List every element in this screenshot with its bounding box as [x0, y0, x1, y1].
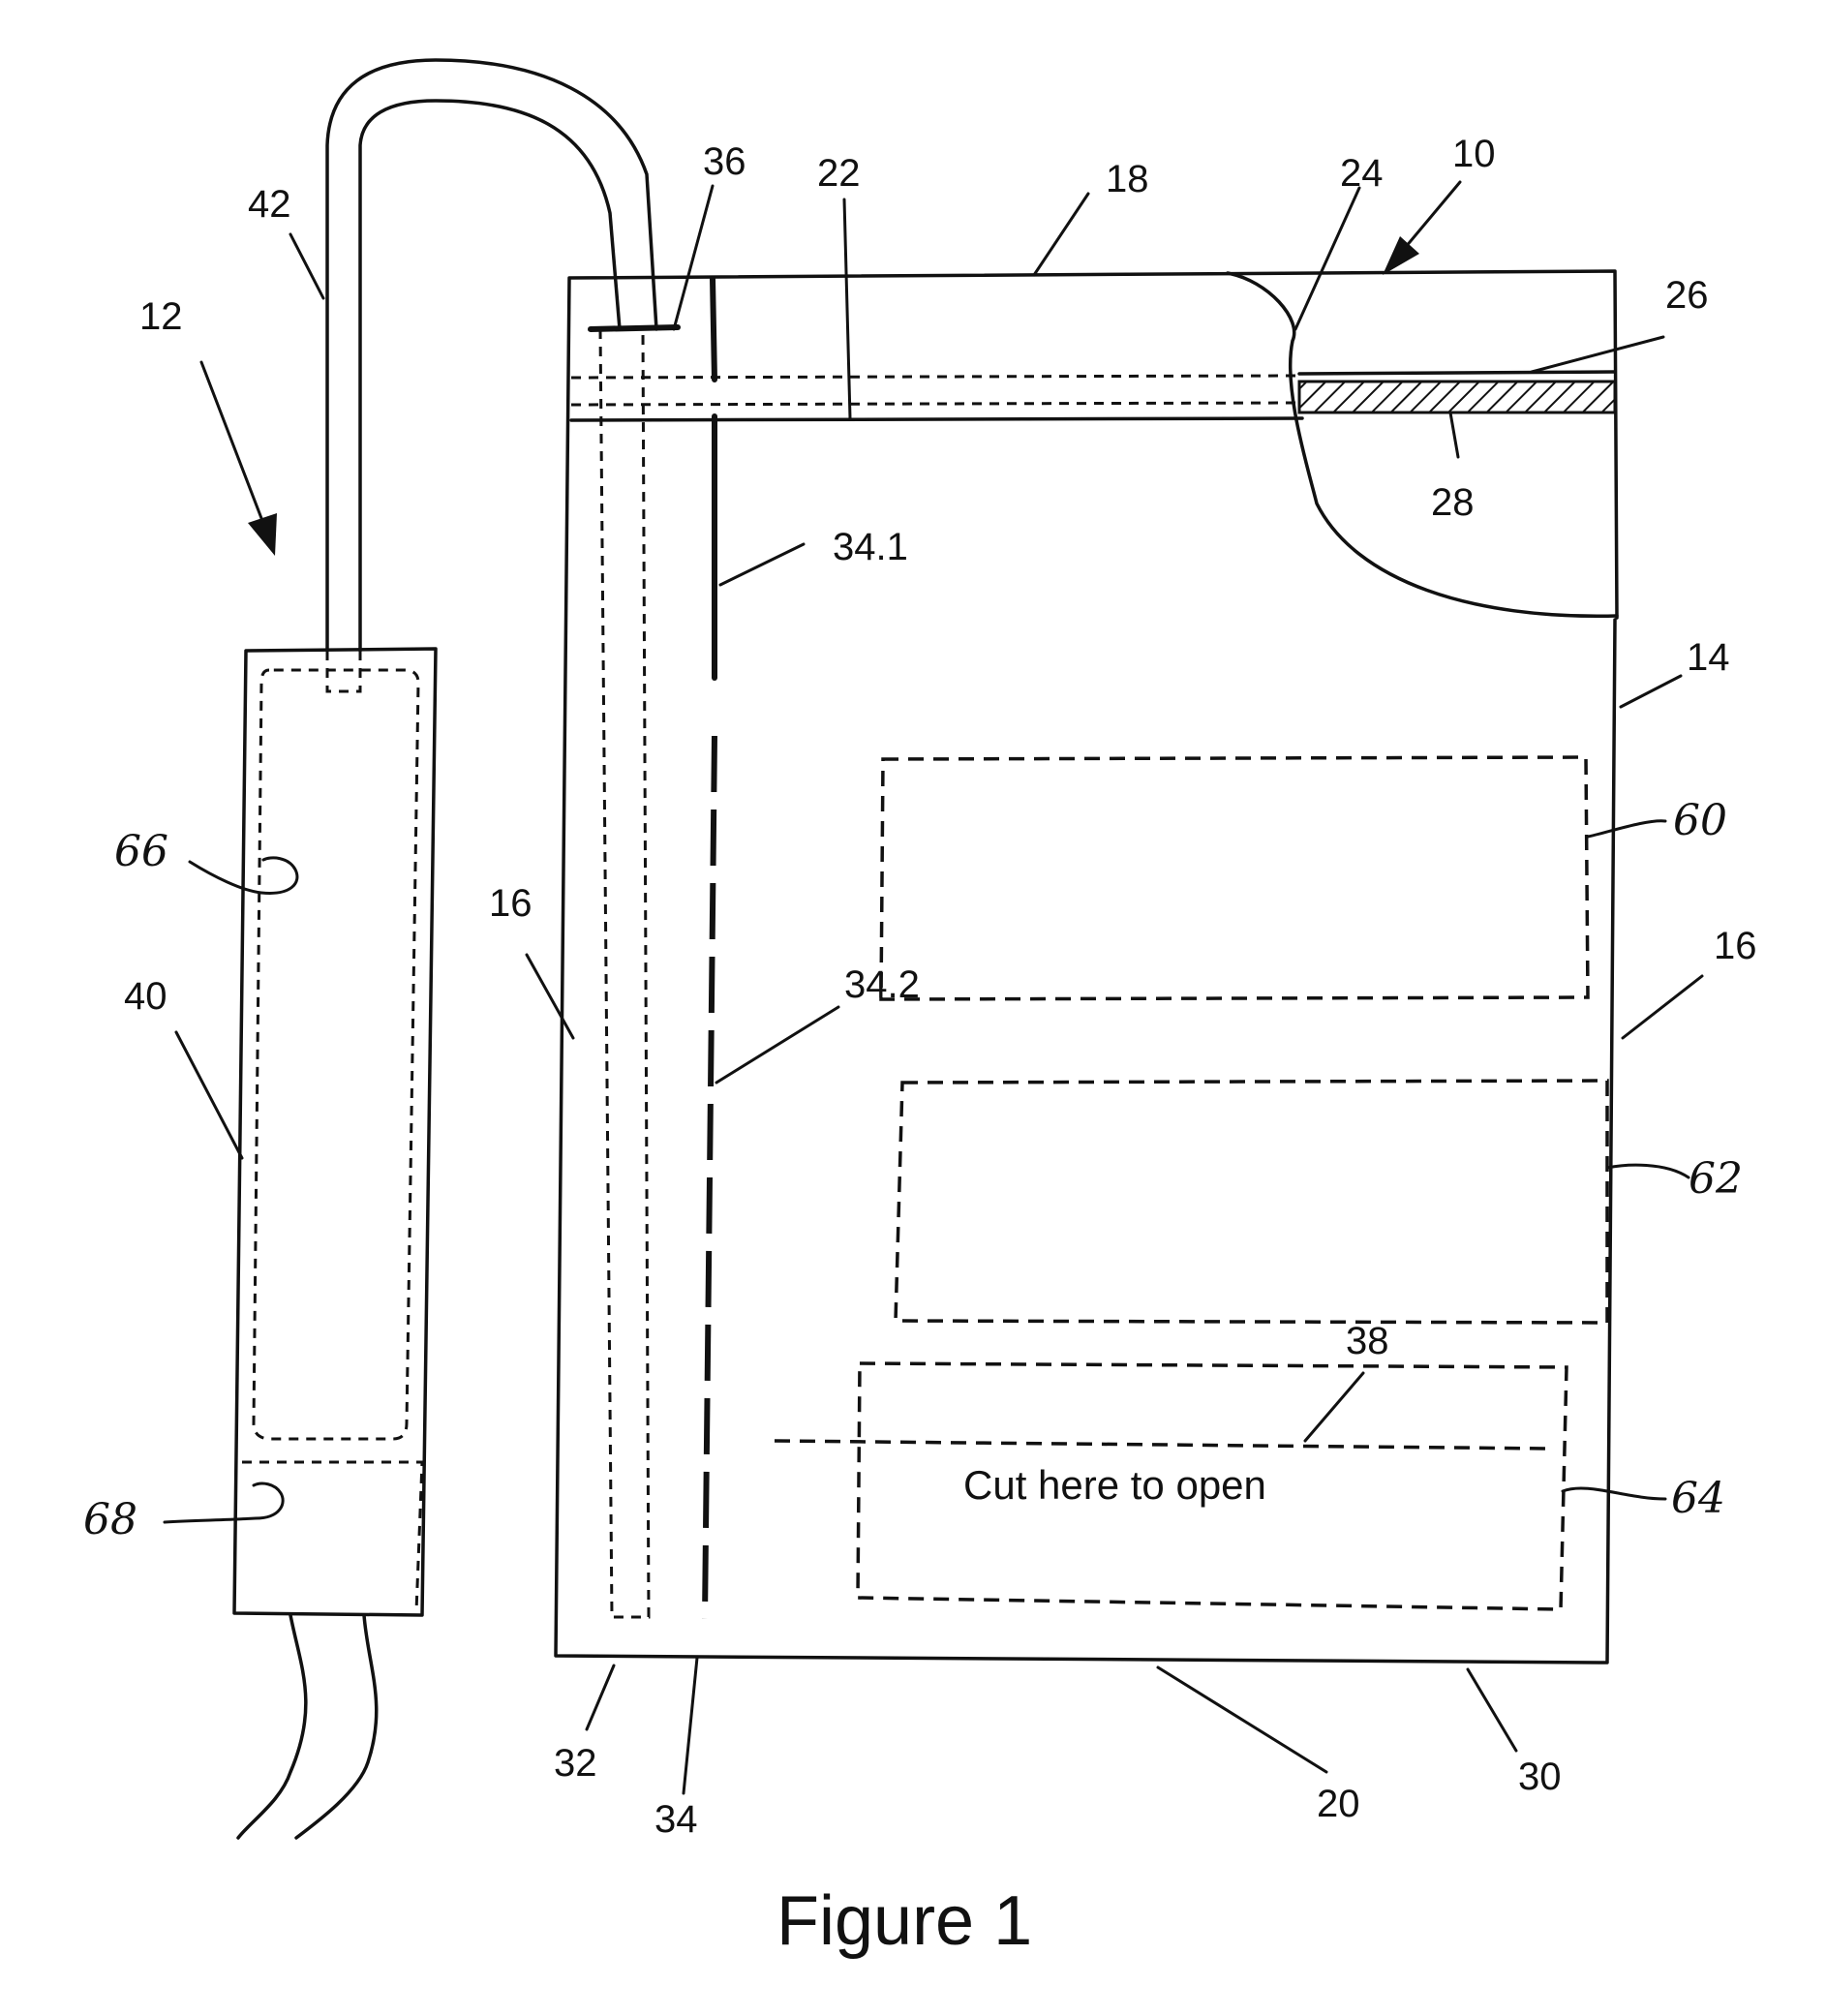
lead-34-1 [720, 544, 804, 585]
lead-36 [674, 186, 713, 329]
cable-right [296, 1615, 377, 1838]
lead-20 [1158, 1667, 1326, 1772]
figure-caption: Figure 1 [776, 1882, 1032, 1960]
label-12: 12 [139, 295, 183, 338]
label-40: 40 [124, 975, 167, 1018]
lead-14 [1621, 676, 1681, 707]
label-62: 62 [1689, 1154, 1743, 1204]
label-14: 14 [1687, 636, 1730, 679]
label-26: 26 [1665, 274, 1709, 317]
housing-inner-chamber [254, 670, 418, 1439]
tube-entry-seal-36 [591, 327, 678, 329]
arrow-10-head [1383, 236, 1419, 275]
lead-42 [290, 234, 323, 298]
seal-strip-dashed-mid [571, 403, 1297, 405]
lead-18 [1034, 194, 1088, 275]
label-68: 68 [83, 1495, 137, 1544]
adhesive-strip-28 [1299, 382, 1615, 412]
lead-64 [1563, 1488, 1665, 1499]
label-24: 24 [1340, 152, 1384, 195]
cable-left [238, 1615, 306, 1838]
lead-16-right [1623, 976, 1702, 1038]
leader-lines [165, 182, 1702, 1793]
lead-68 [165, 1483, 283, 1522]
lead-34-2 [716, 1007, 838, 1083]
seal-line-34-1 [713, 279, 715, 380]
cut-here-text: Cut here to open [963, 1462, 1266, 1508]
seal-line-34-2 [705, 736, 715, 1619]
label-38: 38 [1346, 1320, 1389, 1362]
label-34: 34 [654, 1798, 698, 1841]
cut-line-38 [775, 1441, 1549, 1449]
label-10: 10 [1452, 133, 1496, 175]
pocket-62 [896, 1081, 1607, 1323]
label-18: 18 [1106, 158, 1149, 200]
label-60: 60 [1673, 796, 1727, 845]
label-64: 64 [1671, 1474, 1725, 1523]
label-22: 22 [817, 152, 861, 195]
label-34-1: 34.1 [833, 526, 908, 568]
seal-strip-line-bottom [571, 418, 1302, 420]
label-16-left: 16 [489, 882, 533, 925]
label-30: 30 [1518, 1756, 1562, 1798]
lead-34 [684, 1658, 697, 1793]
lead-32 [587, 1665, 614, 1729]
tube-42-outer [327, 60, 656, 651]
lead-38 [1305, 1373, 1363, 1441]
arrow-12-head [248, 513, 277, 556]
lead-62 [1607, 1165, 1689, 1177]
arrow-12-line [201, 362, 269, 538]
label-20: 20 [1317, 1783, 1360, 1825]
label-32: 32 [554, 1742, 597, 1785]
label-66: 66 [114, 827, 168, 876]
lead-60 [1588, 821, 1665, 837]
label-34-2: 34.2 [844, 963, 920, 1006]
bag-10: Cut here to open [556, 271, 1617, 1663]
lead-16-left [527, 955, 573, 1038]
label-36: 36 [703, 140, 746, 183]
pocket-60 [881, 757, 1588, 999]
lead-28 [1450, 412, 1458, 457]
peeled-corner-flap [1228, 273, 1617, 616]
seal-strip-dashed-top [571, 376, 1297, 378]
lead-24 [1295, 188, 1359, 329]
housing-40-outline [234, 649, 436, 1615]
tube-42-inner [360, 101, 620, 651]
label-16-right: 16 [1714, 925, 1757, 967]
tube-channel [600, 329, 649, 1617]
label-42: 42 [248, 183, 291, 226]
release-liner-26 [1299, 372, 1615, 374]
lead-26 [1532, 337, 1663, 372]
label-28: 28 [1431, 481, 1475, 524]
lead-40 [176, 1032, 242, 1158]
lead-30 [1468, 1669, 1516, 1751]
lead-22 [844, 199, 850, 418]
